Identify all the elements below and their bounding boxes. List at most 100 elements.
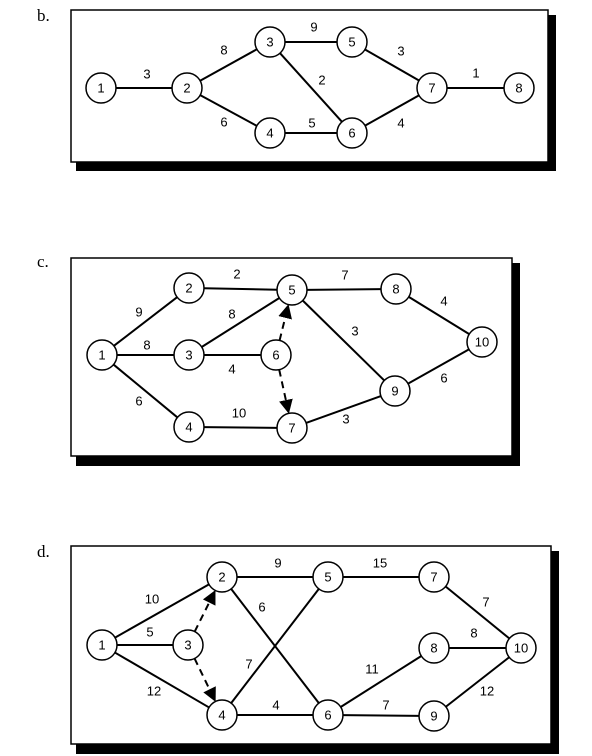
panel-c-edge-1-2 bbox=[113, 296, 178, 347]
panel-d-node-9: 9 bbox=[418, 700, 450, 732]
panel-d-node-6: 6 bbox=[312, 699, 344, 731]
panel-c-edge-2-5 bbox=[203, 287, 278, 291]
panel-b-weight-7-8: 1 bbox=[472, 66, 479, 81]
panel-b-weight-3-5: 9 bbox=[310, 20, 317, 35]
panel-d-node-10: 10 bbox=[505, 632, 537, 664]
panel-d-weight-6-9: 7 bbox=[382, 698, 389, 713]
panel-b-edges: 3 8 6 9 2 5 3 4 1 bbox=[116, 20, 504, 134]
panel-b-weight-3-6: 2 bbox=[318, 73, 325, 88]
panel-c-node-3: 3 bbox=[173, 339, 205, 371]
panel-c-node-6-circle bbox=[260, 339, 292, 371]
panel-b-node-4-circle bbox=[254, 117, 286, 149]
panel-c-edge-7-9 bbox=[305, 395, 382, 424]
panel-d-edge-3-2 bbox=[193, 590, 216, 633]
panel-b-weight-2-4: 6 bbox=[220, 115, 227, 130]
panel-b-node-6-circle bbox=[336, 117, 368, 149]
panel-b-node-8-circle bbox=[503, 72, 535, 104]
panel-b-node-5: 5 bbox=[336, 26, 368, 58]
panel-d-node-2-label: 2 bbox=[218, 570, 225, 585]
panel-b-node-5-label: 5 bbox=[348, 35, 355, 50]
panel-c-node-8-circle bbox=[380, 273, 412, 305]
panel-d-weight-1-4: 12 bbox=[147, 684, 161, 699]
panel-d-edge-9-10 bbox=[445, 656, 510, 708]
panel-d-weight-7-10: 7 bbox=[482, 595, 489, 610]
panel-d-weight-1-3: 5 bbox=[146, 625, 153, 640]
panel-c-weight-1-4: 6 bbox=[135, 394, 142, 409]
panel-c-node-5-label: 5 bbox=[288, 283, 295, 298]
panel-c-weight-5-9: 3 bbox=[351, 324, 358, 339]
panel-b-weight-6-7: 4 bbox=[397, 116, 404, 131]
panel-d-node-4-circle bbox=[206, 699, 238, 731]
panel-d-edge-1-4 bbox=[114, 651, 210, 709]
panel-c-edge-6-7 bbox=[278, 369, 293, 414]
panel-b-edge-6-7 bbox=[364, 94, 420, 127]
panel-d-node-4: 4 bbox=[206, 699, 238, 731]
panel-b: 3 8 6 9 2 5 3 4 1 1 2 3 4 5 6 7 8 bbox=[70, 9, 556, 171]
panel-b-edge-5-7 bbox=[364, 48, 420, 82]
panel-c-node-8-label: 8 bbox=[392, 282, 399, 297]
panel-b-node-2-label: 2 bbox=[183, 81, 190, 96]
panel-c-node-9: 9 bbox=[379, 375, 411, 407]
panel-c-node-9-circle bbox=[379, 375, 411, 407]
panel-b-node-3-label: 3 bbox=[266, 35, 273, 50]
panel-d-node-5: 5 bbox=[312, 561, 344, 593]
panel-c-edge-6-5 bbox=[278, 304, 292, 341]
panel-d-node-2-circle bbox=[206, 561, 238, 593]
panel-c-edge-3-5 bbox=[201, 297, 280, 348]
panel-c-node-7-circle bbox=[276, 412, 308, 444]
panel-d-node-7-label: 7 bbox=[430, 570, 437, 585]
panel-b-node-5-circle bbox=[336, 26, 368, 58]
panel-c-edge-1-4 bbox=[112, 363, 179, 419]
panel-b-node-7-circle bbox=[416, 72, 448, 104]
panel-d-weight-2-5: 9 bbox=[274, 556, 281, 571]
panel-d-edge-1-2 bbox=[114, 583, 210, 639]
panel-b-weight-2-3: 8 bbox=[220, 43, 227, 58]
panel-c-node-6-label: 6 bbox=[272, 348, 279, 363]
panel-c-node-4-label: 4 bbox=[185, 420, 192, 435]
panel-c-weight-2-5: 2 bbox=[233, 267, 240, 282]
panel-c-node-3-label: 3 bbox=[185, 348, 192, 363]
panel-c-node-1-label: 1 bbox=[98, 348, 105, 363]
panel-c-node-7-label: 7 bbox=[288, 421, 295, 436]
panel-c-edge-4-7 bbox=[203, 426, 278, 429]
panel-c-node-5: 5 bbox=[276, 274, 308, 306]
panel-b-node-7-label: 7 bbox=[428, 81, 435, 96]
panel-d-weight-8-10: 8 bbox=[470, 626, 477, 641]
panel-c-node-7: 7 bbox=[276, 412, 308, 444]
panel-d-node-6-circle bbox=[312, 699, 344, 731]
panel-c-node-4-circle bbox=[173, 411, 205, 443]
panel-d-node-3-label: 3 bbox=[184, 638, 191, 653]
panel-c-weight-1-3: 8 bbox=[143, 338, 150, 353]
panel-c-node-10-circle bbox=[466, 326, 498, 358]
panel-d-node-5-label: 5 bbox=[324, 570, 331, 585]
panel-b-node-8: 8 bbox=[503, 72, 535, 104]
panel-c-node-1-circle bbox=[86, 339, 118, 371]
panel-d-edge-4-5 bbox=[230, 588, 320, 704]
panel-c-weight-9-10: 6 bbox=[440, 371, 447, 386]
panel-c-edge-8-10 bbox=[408, 296, 470, 335]
panel-d-node-3-circle bbox=[172, 629, 204, 661]
panel-c-node-2-circle bbox=[173, 272, 205, 304]
panel-d-node-8: 8 bbox=[418, 632, 450, 664]
panel-c-weight-1-2: 9 bbox=[135, 305, 142, 320]
panel-b-weight-1-2: 3 bbox=[143, 67, 150, 82]
panel-b-edge-2-4 bbox=[199, 94, 258, 127]
panel-d-node-9-label: 9 bbox=[430, 709, 437, 724]
panel-b-label: b. bbox=[37, 6, 50, 25]
panel-b-edge-2-3 bbox=[199, 48, 258, 82]
panel-d-node-7: 7 bbox=[418, 561, 450, 593]
panel-c-weight-3-5: 8 bbox=[228, 307, 235, 322]
panel-d-node-10-circle bbox=[505, 632, 537, 664]
panel-d-weight-5-7: 15 bbox=[373, 556, 387, 571]
panel-d-node-1-label: 1 bbox=[98, 638, 105, 653]
panel-b-node-3-circle bbox=[254, 26, 286, 58]
panel-d-edge-3-4 bbox=[193, 658, 216, 702]
panel-c-weight-4-7: 10 bbox=[232, 406, 246, 421]
panel-c-node-4: 4 bbox=[173, 411, 205, 443]
panel-b-node-1: 1 bbox=[85, 72, 117, 104]
panel-c-edge-5-9 bbox=[302, 299, 385, 382]
panel-d-node-1: 1 bbox=[86, 629, 118, 661]
